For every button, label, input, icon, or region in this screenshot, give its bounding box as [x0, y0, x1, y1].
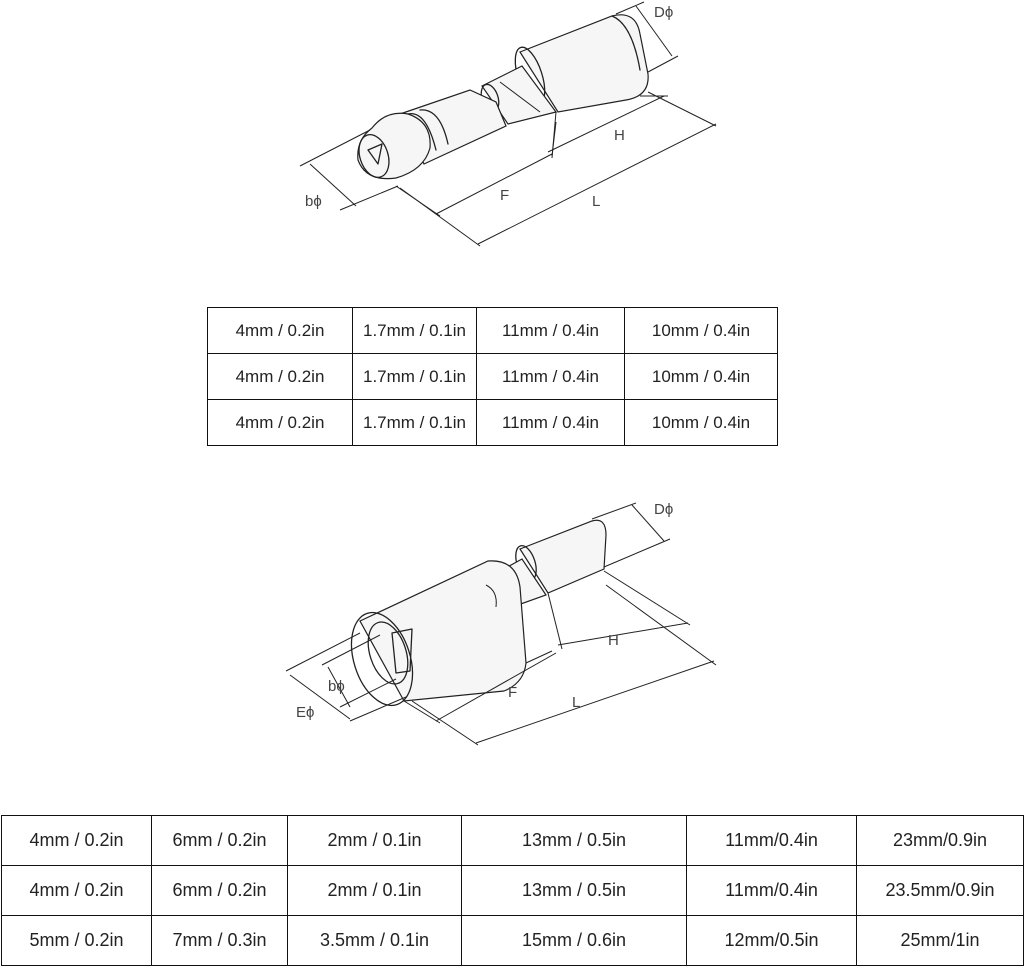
- label-H: H: [608, 632, 619, 649]
- table-cell: 10mm / 0.4in: [624, 399, 778, 446]
- table-cell: 5mm / 0.2in: [1, 915, 152, 966]
- female-connector-drawing: bϕ Eϕ Dϕ F H L: [0, 495, 1024, 757]
- table-row: 4mm / 0.2in 6mm / 0.2in 2mm / 0.1in 13mm…: [1, 815, 1024, 866]
- table-cell: 11mm/0.4in: [686, 865, 857, 916]
- table-cell: 10mm / 0.4in: [624, 353, 778, 400]
- label-H: H: [614, 127, 625, 144]
- label-E-diameter: Eϕ: [296, 704, 314, 721]
- table-cell: 1.7mm / 0.1in: [352, 399, 477, 446]
- table-row: 4mm / 0.2in 1.7mm / 0.1in 11mm / 0.4in 1…: [207, 307, 778, 354]
- table-cell: 7mm / 0.3in: [151, 915, 288, 966]
- table-cell: 1.7mm / 0.1in: [352, 307, 477, 354]
- table-cell: 4mm / 0.2in: [1, 815, 152, 866]
- table-cell: 2mm / 0.1in: [287, 865, 462, 916]
- label-d-diameter: bϕ: [328, 678, 345, 695]
- male-dimension-d: bϕ: [299, 129, 399, 211]
- table-cell: 6mm / 0.2in: [151, 865, 288, 916]
- table-row: 4mm / 0.2in 6mm / 0.2in 2mm / 0.1in 13mm…: [1, 865, 1024, 916]
- female-connector-svg: bϕ Eϕ Dϕ F H L: [285, 501, 717, 746]
- table-cell: 11mm / 0.4in: [476, 353, 625, 400]
- table-cell: 12mm/0.5in: [686, 915, 857, 966]
- male-dimension-L: L: [399, 91, 717, 247]
- female-dimension-H: H: [547, 570, 691, 650]
- table-row: 5mm / 0.2in 7mm / 0.3in 3.5mm / 0.1in 15…: [1, 915, 1024, 966]
- table-cell: 15mm / 0.6in: [461, 915, 687, 966]
- table-cell: 3.5mm / 0.1in: [287, 915, 462, 966]
- table-cell: 4mm / 0.2in: [1, 865, 152, 916]
- male-insulation-sleeve: [514, 14, 649, 113]
- female-insulated-body: [350, 560, 527, 707]
- female-dimension-E: Eϕ: [285, 632, 407, 722]
- male-connector-drawing: bϕ Dϕ F H L: [0, 0, 1024, 268]
- table-cell: 2mm / 0.1in: [287, 815, 462, 866]
- label-L: L: [592, 193, 600, 210]
- table-cell: 4mm / 0.2in: [207, 399, 353, 446]
- female-dimension-D: Dϕ: [591, 501, 673, 568]
- female-dimension-d: bϕ: [321, 634, 397, 708]
- table-cell: 11mm / 0.4in: [476, 399, 625, 446]
- label-d-diameter: bϕ: [305, 193, 322, 210]
- female-dimension-F: F: [403, 650, 557, 724]
- label-D-diameter: Dϕ: [654, 501, 673, 518]
- table-cell: 1.7mm / 0.1in: [352, 353, 477, 400]
- male-spec-table: 4mm / 0.2in 1.7mm / 0.1in 11mm / 0.4in 1…: [207, 307, 778, 446]
- table-cell: 23mm/0.9in: [856, 815, 1024, 866]
- table-cell: 11mm/0.4in: [686, 815, 857, 866]
- female-spec-table: 4mm / 0.2in 6mm / 0.2in 2mm / 0.1in 13mm…: [1, 815, 1024, 966]
- female-dimension-L: L: [411, 584, 717, 746]
- male-dimension-H: H: [547, 95, 668, 159]
- table-cell: 11mm / 0.4in: [476, 307, 625, 354]
- male-connector-svg: bϕ Dϕ F H L: [299, 1, 717, 247]
- table-row: 4mm / 0.2in 1.7mm / 0.1in 11mm / 0.4in 1…: [207, 353, 778, 400]
- label-D-diameter: Dϕ: [654, 4, 673, 21]
- table-row: 4mm / 0.2in 1.7mm / 0.1in 11mm / 0.4in 1…: [207, 399, 778, 446]
- table-cell: 13mm / 0.5in: [461, 815, 687, 866]
- table-cell: 10mm / 0.4in: [624, 307, 778, 354]
- male-dimension-D: Dϕ: [615, 1, 679, 73]
- table-cell: 4mm / 0.2in: [207, 353, 353, 400]
- table-cell: 13mm / 0.5in: [461, 865, 687, 916]
- male-bullet-head: [357, 112, 431, 180]
- label-F: F: [508, 684, 517, 701]
- table-cell: 4mm / 0.2in: [207, 307, 353, 354]
- table-cell: 25mm/1in: [856, 915, 1024, 966]
- table-cell: 6mm / 0.2in: [151, 815, 288, 866]
- label-F: F: [500, 187, 509, 204]
- label-L: L: [572, 694, 580, 711]
- table-cell: 23.5mm/0.9in: [856, 865, 1024, 916]
